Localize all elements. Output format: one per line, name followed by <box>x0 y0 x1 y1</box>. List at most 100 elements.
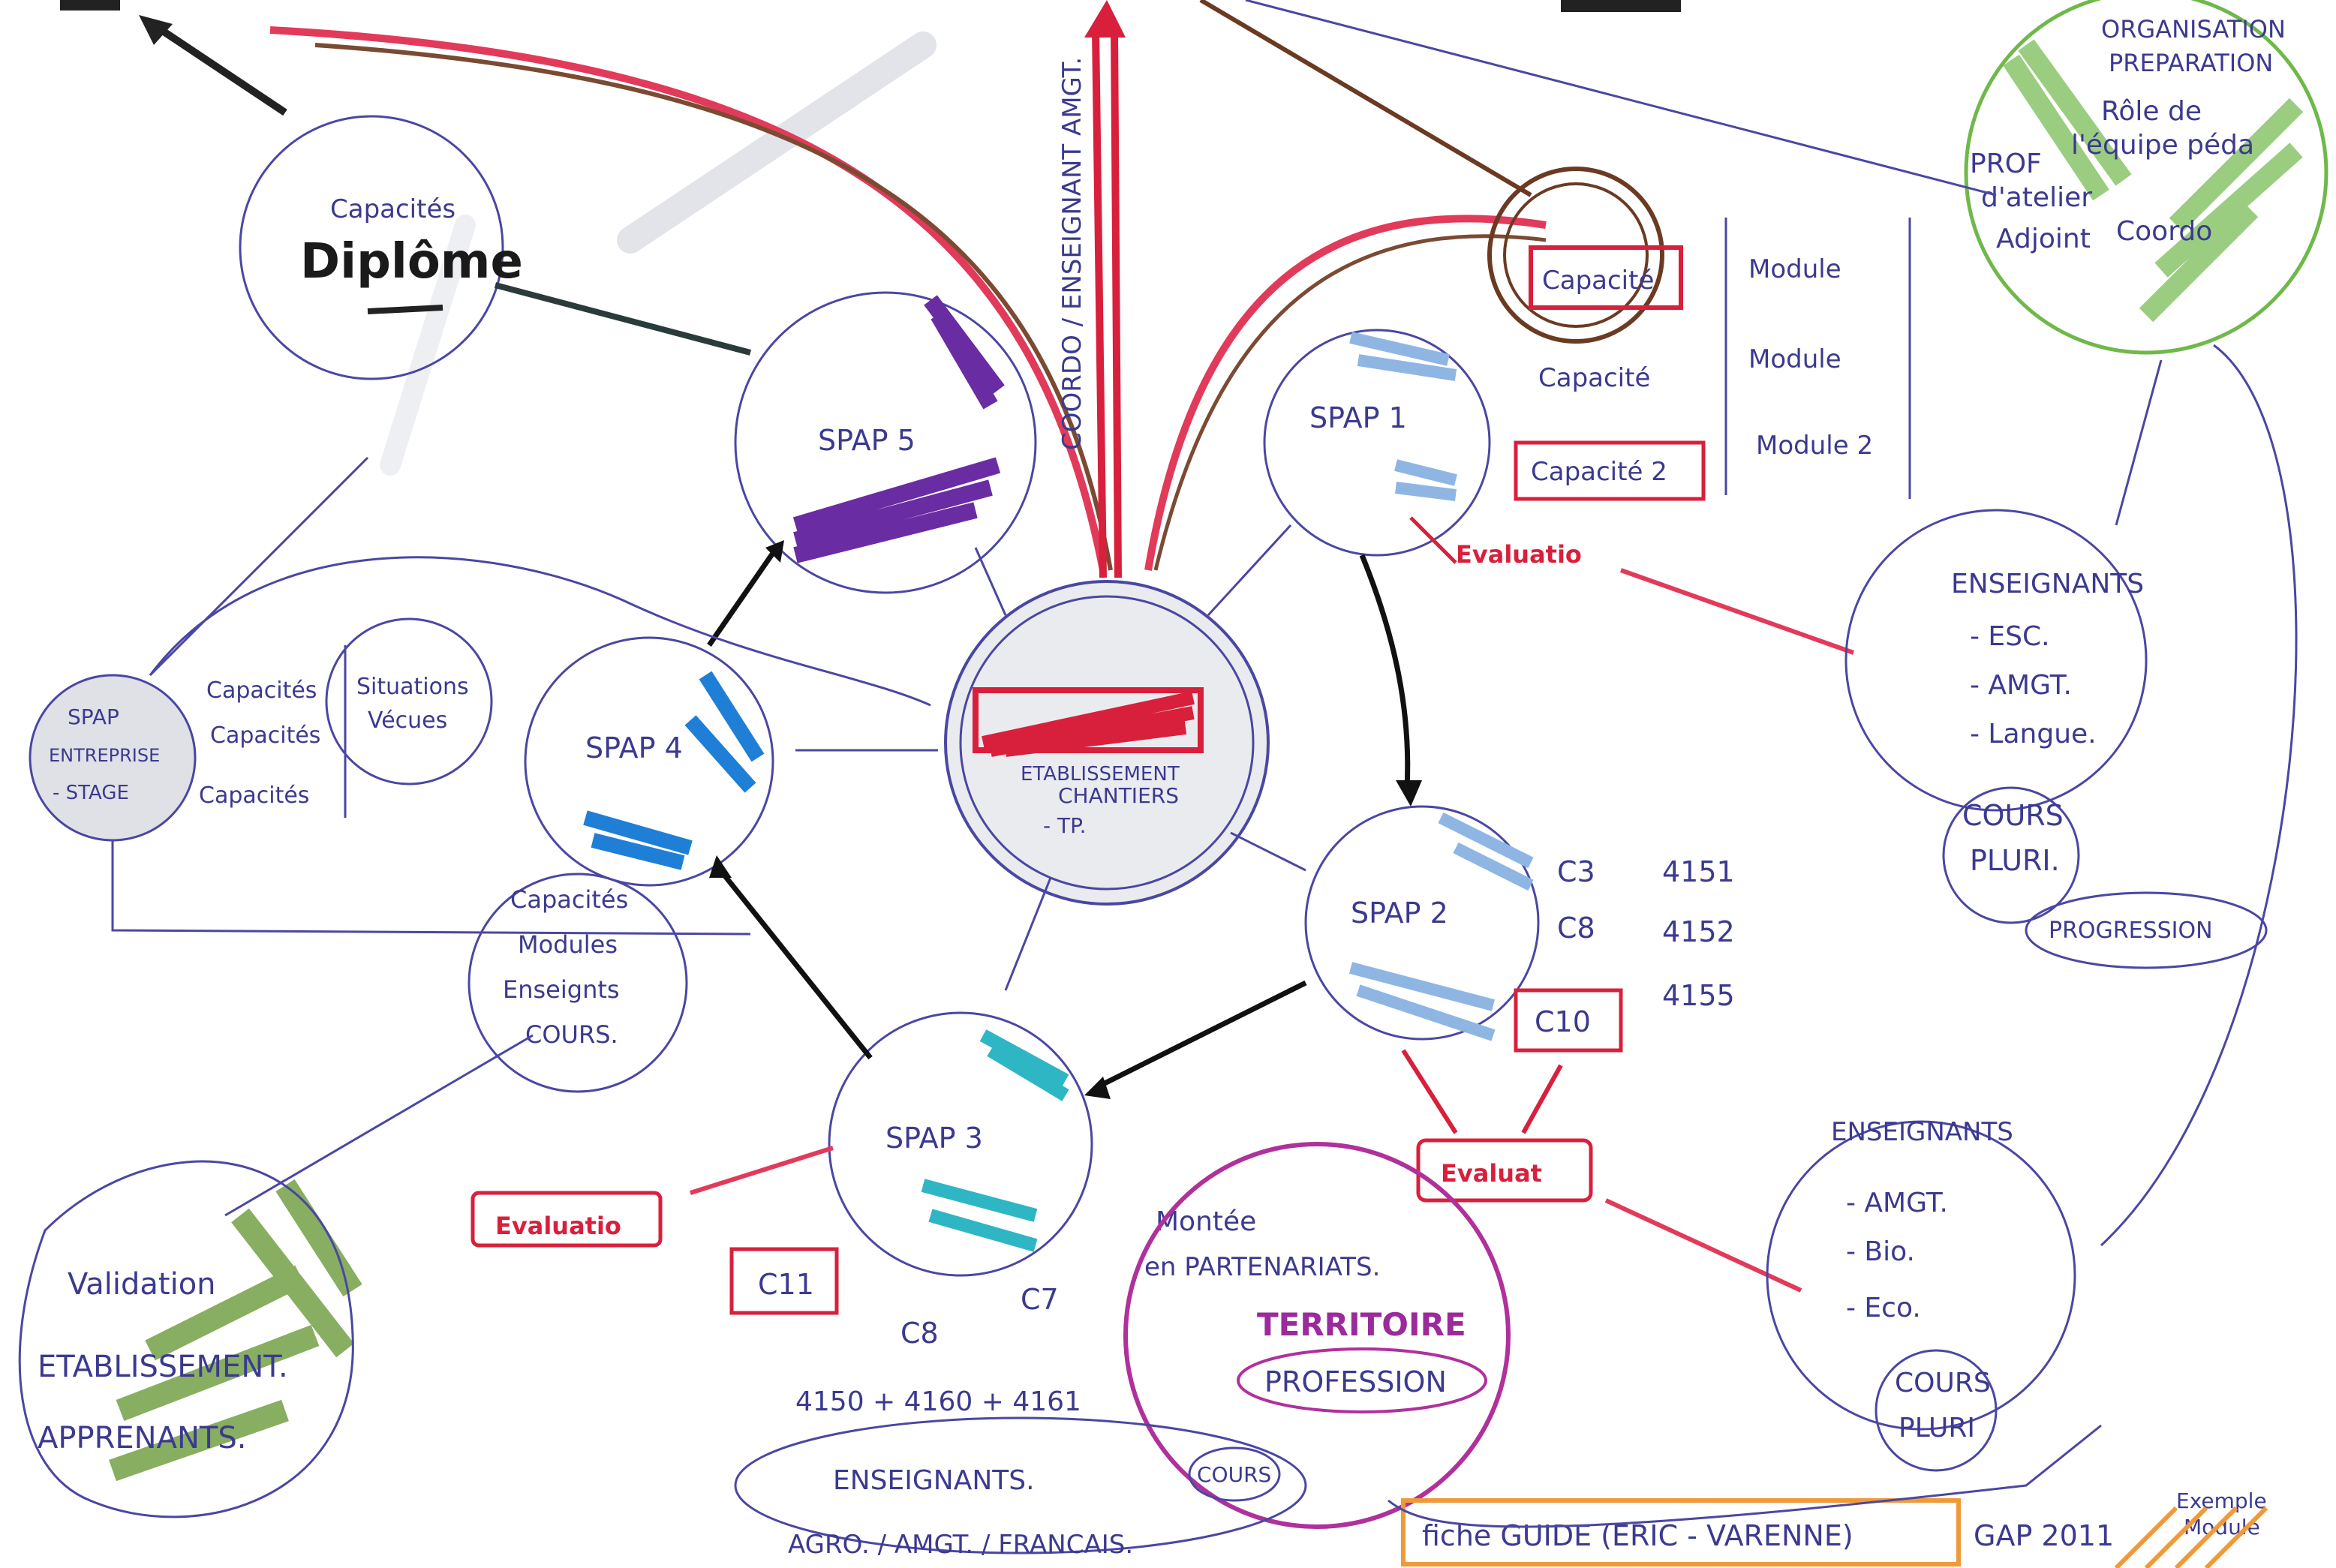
enseignants1-title: ENSEIGNANTS <box>1951 569 2144 599</box>
center-to-spap3-line <box>1004 877 1052 991</box>
territoire-ellipse <box>1123 1142 1511 1529</box>
spap2-label: SPAP 2 <box>1351 897 1448 930</box>
spap3-circle <box>828 1011 1093 1277</box>
enseignants1-item-2: - AMGT. <box>1970 670 2072 701</box>
red-vertical-arrow-head <box>1084 0 1126 38</box>
diplome-title: Diplôme <box>300 234 523 290</box>
vertical-coordo-text: COORDO / ENSEIGNANT AMGT. <box>1057 57 1087 450</box>
evaluation-1-label: Evaluatio <box>1456 540 1582 569</box>
organisation-long-arc <box>2100 344 2298 1247</box>
capacite-brown-circle <box>1487 167 1664 344</box>
spap-entreprise-line-1: SPAP <box>68 704 119 729</box>
spap1-blue-hatch <box>1349 332 1457 501</box>
organisation-line-7: Adjoint <box>1996 224 2091 254</box>
fiche-note-1: Exemple <box>2176 1488 2267 1513</box>
spap2-to-spap3-arrow <box>1094 980 1307 1091</box>
profession-ellipse <box>1237 1347 1487 1413</box>
fiche-guide-label: fiche GUIDE (ERIC - VARENNE) <box>1422 1519 1853 1552</box>
spap2-circle <box>1304 805 1540 1041</box>
capacites-note-2: Modules <box>518 930 618 959</box>
spap4-blue-hatch <box>583 671 765 870</box>
organisation-line-5: PROF <box>1970 149 2042 179</box>
capacites-note-circle <box>468 873 688 1093</box>
grey-marker-stroke <box>617 32 937 254</box>
spap2-number-2: 4152 <box>1662 915 1735 948</box>
enseignants2-item-2: - Bio. <box>1846 1236 1915 1267</box>
enseignants2-cours-2: PLURI <box>1899 1413 1975 1443</box>
capacite-2-label: Capacité <box>1538 363 1650 393</box>
enseignants3-title: ENSEIGNANTS. <box>833 1465 1035 1496</box>
enseignants1-cours-2: PLURI. <box>1970 844 2060 877</box>
territoire-to-fiche <box>1387 1424 2102 1528</box>
validation-line-2: ETABLISSEMENT. <box>38 1350 288 1384</box>
diplome-to-entreprise-line <box>149 456 369 677</box>
evaluation-to-enseignants-line <box>1619 568 1855 655</box>
spap3-item-3: C7 <box>1021 1283 1059 1316</box>
capacites-note-1: Capacités <box>510 885 628 914</box>
spap3-numbers: 4150 + 4160 + 4161 <box>795 1386 1081 1417</box>
organisation-line-1: ORGANISATION <box>2101 15 2286 44</box>
organisation-green-hatch <box>2003 39 2304 323</box>
capacite-1-label: Capacité <box>1542 266 1654 296</box>
territoire-subtitle: PROFESSION <box>1264 1365 1447 1398</box>
center-red-box <box>973 687 1204 753</box>
brown-curve-right <box>1153 234 1547 571</box>
spap1-label: SPAP 1 <box>1309 401 1407 434</box>
spap5-label: SPAP 5 <box>818 424 915 457</box>
situations-line-2: Vécues <box>368 707 447 734</box>
spap5-circle <box>734 291 1037 594</box>
enseignants1-cours-1: COURS <box>1962 799 2064 832</box>
organisation-line-3: Rôle de <box>2101 96 2202 127</box>
organisation-circle <box>1964 0 2328 355</box>
spap2-number-3: 4155 <box>1662 979 1735 1012</box>
enseignants2-cours-1: COURS <box>1895 1368 1991 1398</box>
spap3-item-1: C11 <box>758 1268 814 1301</box>
spap3-c11-box <box>729 1247 839 1315</box>
enseignants1-item-3: - Langue. <box>1970 719 2097 749</box>
enseignants3-cours-ellipse <box>1188 1446 1281 1502</box>
spap3-to-spap4-arrow <box>718 868 873 1060</box>
enseignants1-cours-circle <box>1942 786 2080 924</box>
organisation-line-8: Coordo <box>2116 216 2212 247</box>
center-to-spap2-line <box>1230 831 1306 872</box>
validation-line-1: Validation <box>68 1267 216 1302</box>
capacites-note-4: COURS. <box>525 1020 618 1049</box>
enseignants2-circle <box>1766 1120 2076 1431</box>
spap2-item-2: C8 <box>1557 912 1595 945</box>
enseignants3-ellipse <box>734 1416 1307 1554</box>
spap4-to-spap5-arrow <box>707 546 779 647</box>
capacite-1-box <box>1529 245 1683 310</box>
entreprise-top-curve <box>149 556 931 707</box>
eval2-to-enseignants <box>1604 1198 1802 1293</box>
organisation-line-6: d'atelier <box>1981 182 2092 213</box>
brown-diag-line <box>1199 0 1532 197</box>
spap2-item-1: C3 <box>1557 855 1595 888</box>
situations-circle <box>325 617 493 786</box>
spap2-to-spap3-head <box>1084 1077 1111 1099</box>
capacite-brown-circle-2 <box>1503 182 1649 328</box>
diplome-underline <box>367 305 443 314</box>
enseignants1-item-1: - ESC. <box>1970 621 2050 652</box>
validation-line-3: APPRENANTS. <box>38 1421 246 1455</box>
module-3-label: Module 2 <box>1756 431 1873 461</box>
spap4-circle <box>524 636 774 887</box>
top-right-black-bar <box>1561 0 1681 12</box>
spap3-to-spap4-head <box>709 855 732 878</box>
spap4-to-spap5-head <box>765 540 784 563</box>
partenariats-line-2: en PARTENARIATS. <box>1144 1252 1380 1282</box>
module-2-label: Module <box>1748 344 1841 374</box>
enseignants3-items: AGRO. / AMGT. / FRANCAIS. <box>788 1530 1133 1560</box>
evaluation-1-line <box>1409 516 1457 564</box>
spap5-purple-hatch <box>792 295 1005 563</box>
diplome-caption: Capacités <box>330 194 455 224</box>
note-to-validation-line <box>224 1034 534 1217</box>
spap-entreprise-line-3: - STAGE <box>53 782 129 804</box>
top-left-black-bar <box>60 0 120 11</box>
spap-entreprise-cap-3: Capacités <box>199 782 309 809</box>
fiche-orange-scribble <box>2114 1506 2268 1568</box>
top-left-dark-arrow <box>148 19 287 116</box>
spap-entreprise-cap-1: Capacités <box>206 677 317 704</box>
capacites-note-3: Enseignts <box>503 975 620 1004</box>
evaluation-2-box <box>1416 1138 1593 1203</box>
enseignants3-cours: COURS <box>1197 1462 1271 1487</box>
